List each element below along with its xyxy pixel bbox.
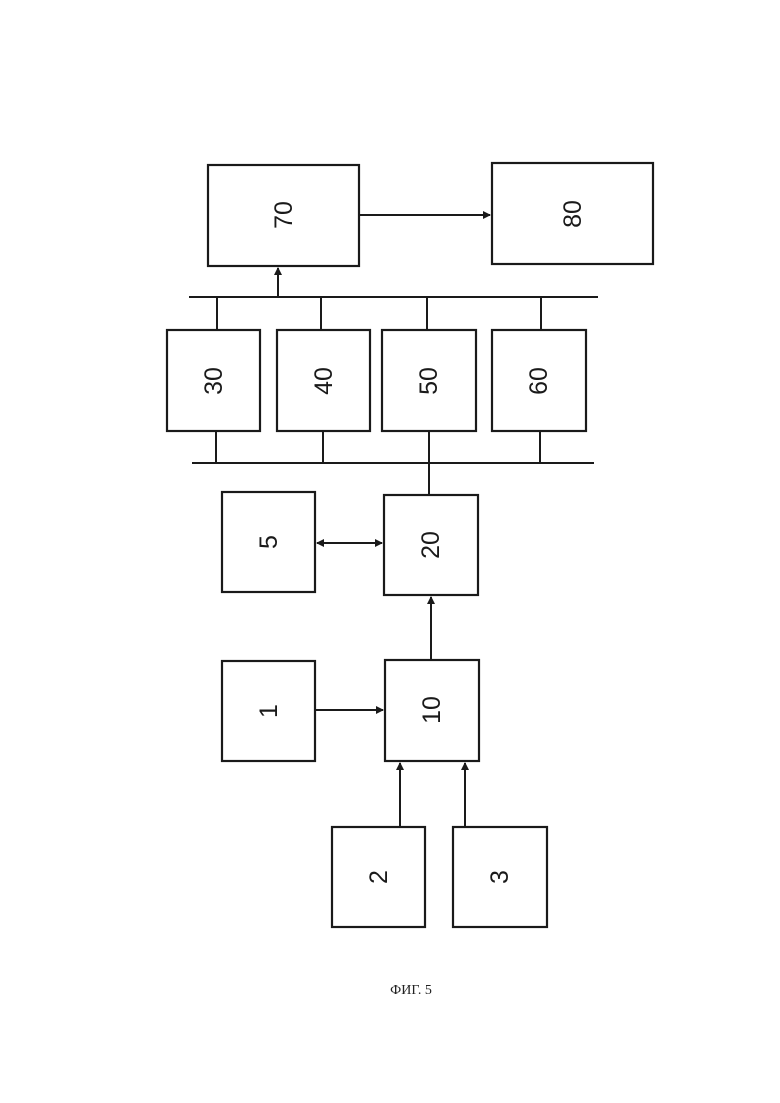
block-10: 10: [385, 660, 479, 761]
block-20-label: 20: [417, 531, 445, 559]
block-10-label: 10: [418, 696, 446, 724]
block-50-label: 50: [415, 367, 443, 395]
block-30: 30: [167, 330, 260, 431]
block-20: 20: [384, 495, 478, 595]
block-3-label: 3: [486, 870, 514, 884]
block-70: 70: [208, 165, 359, 266]
block-80-label: 80: [559, 200, 587, 228]
block-80: 80: [492, 163, 653, 264]
block-40-label: 40: [310, 367, 338, 395]
block-1-label: 1: [255, 704, 283, 718]
block-3: 3: [453, 827, 547, 927]
block-5: 5: [222, 492, 315, 592]
block-50: 50: [382, 330, 476, 431]
block-1: 1: [222, 661, 315, 761]
block-30-label: 30: [200, 367, 228, 395]
block-2: 2: [332, 827, 425, 927]
block-40: 40: [277, 330, 370, 431]
block-70-label: 70: [270, 201, 298, 229]
block-2-label: 2: [365, 870, 393, 884]
block-60-label: 60: [525, 367, 553, 395]
block-60: 60: [492, 330, 586, 431]
figure-caption: ФИГ. 5: [371, 983, 451, 999]
block-5-label: 5: [255, 535, 283, 549]
